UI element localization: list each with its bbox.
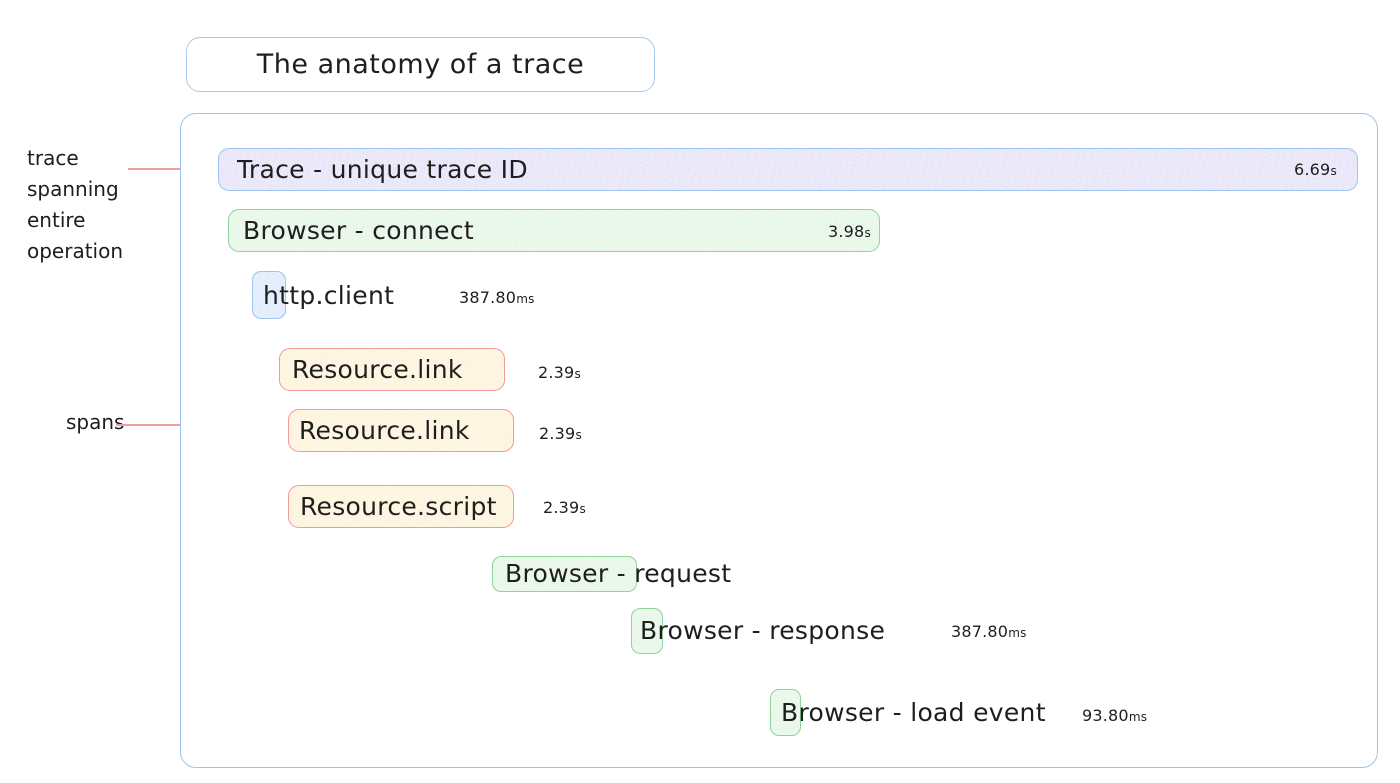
span-duration-browser-response: 387.80ms bbox=[951, 624, 1027, 640]
span-bar-browser-load-event[interactable] bbox=[770, 689, 801, 736]
span-duration-unit-browser-response: ms bbox=[1008, 626, 1027, 640]
span-duration-resource-link-2: 2.39s bbox=[539, 426, 582, 442]
span-label-browser-connect: Browser - connect bbox=[243, 216, 474, 245]
trace-bar-root-duration-unit: s bbox=[1330, 164, 1337, 178]
span-duration-unit-resource-script: s bbox=[579, 502, 586, 516]
span-duration-unit-browser-connect: s bbox=[864, 226, 871, 240]
span-duration-value-browser-connect: 3.98 bbox=[828, 222, 865, 241]
span-bar-http-client[interactable] bbox=[252, 271, 286, 319]
span-bar-browser-connect[interactable] bbox=[228, 209, 880, 252]
span-label-browser-response: Browser - response bbox=[640, 616, 886, 645]
span-duration-resource-script: 2.39s bbox=[543, 500, 586, 516]
span-bar-browser-response[interactable] bbox=[631, 608, 663, 654]
trace-annotation-label: trace spanning entire operation bbox=[27, 146, 124, 263]
span-duration-value-browser-load-event: 93.80 bbox=[1082, 706, 1129, 725]
span-bar-resource-link-1[interactable] bbox=[279, 348, 505, 391]
span-duration-browser-connect: 3.98s bbox=[828, 224, 871, 240]
spans-annotation-leader-line bbox=[116, 424, 220, 426]
trace-bar-root[interactable] bbox=[218, 148, 1358, 191]
trace-bar-root-duration-value: 6.69 bbox=[1294, 160, 1331, 179]
span-duration-value-resource-script: 2.39 bbox=[543, 498, 580, 517]
span-bar-resource-script[interactable] bbox=[288, 485, 514, 528]
span-bar-browser-request[interactable] bbox=[492, 556, 637, 592]
spans-annotation-label: spans bbox=[66, 410, 125, 434]
span-duration-browser-load-event: 93.80ms bbox=[1082, 708, 1147, 724]
span-duration-resource-link-1: 2.39s bbox=[538, 365, 581, 381]
span-duration-unit-resource-link-1: s bbox=[574, 367, 581, 381]
span-duration-unit-http-client: ms bbox=[516, 292, 535, 306]
trace-bar-root-label: Trace - unique trace ID bbox=[237, 155, 528, 184]
trace-bar-root-duration: 6.69s bbox=[1294, 162, 1337, 178]
span-duration-value-http-client: 387.80 bbox=[459, 288, 517, 307]
span-bar-resource-link-2[interactable] bbox=[288, 409, 514, 452]
span-label-resource-script: Resource.script bbox=[300, 492, 497, 521]
span-duration-value-browser-response: 387.80 bbox=[951, 622, 1009, 641]
span-duration-unit-browser-load-event: ms bbox=[1128, 710, 1148, 724]
span-duration-value-resource-link-1: 2.39 bbox=[538, 363, 575, 382]
span-label-resource-link-2: Resource.link bbox=[299, 416, 470, 445]
page-title: The anatomy of a trace bbox=[256, 49, 585, 80]
diagram-title-box: The anatomy of a trace bbox=[186, 37, 655, 92]
span-duration-http-client: 387.80ms bbox=[459, 290, 535, 306]
span-label-http-client: http.client bbox=[263, 281, 395, 310]
span-label-browser-request: Browser - request bbox=[505, 559, 732, 588]
trace-annotation-leader-line bbox=[128, 168, 216, 170]
span-duration-value-resource-link-2: 2.39 bbox=[539, 424, 576, 443]
span-label-resource-link-1: Resource.link bbox=[292, 355, 463, 384]
span-label-browser-load-event: Browser - load event bbox=[781, 698, 1046, 727]
span-duration-unit-resource-link-2: s bbox=[575, 428, 582, 442]
